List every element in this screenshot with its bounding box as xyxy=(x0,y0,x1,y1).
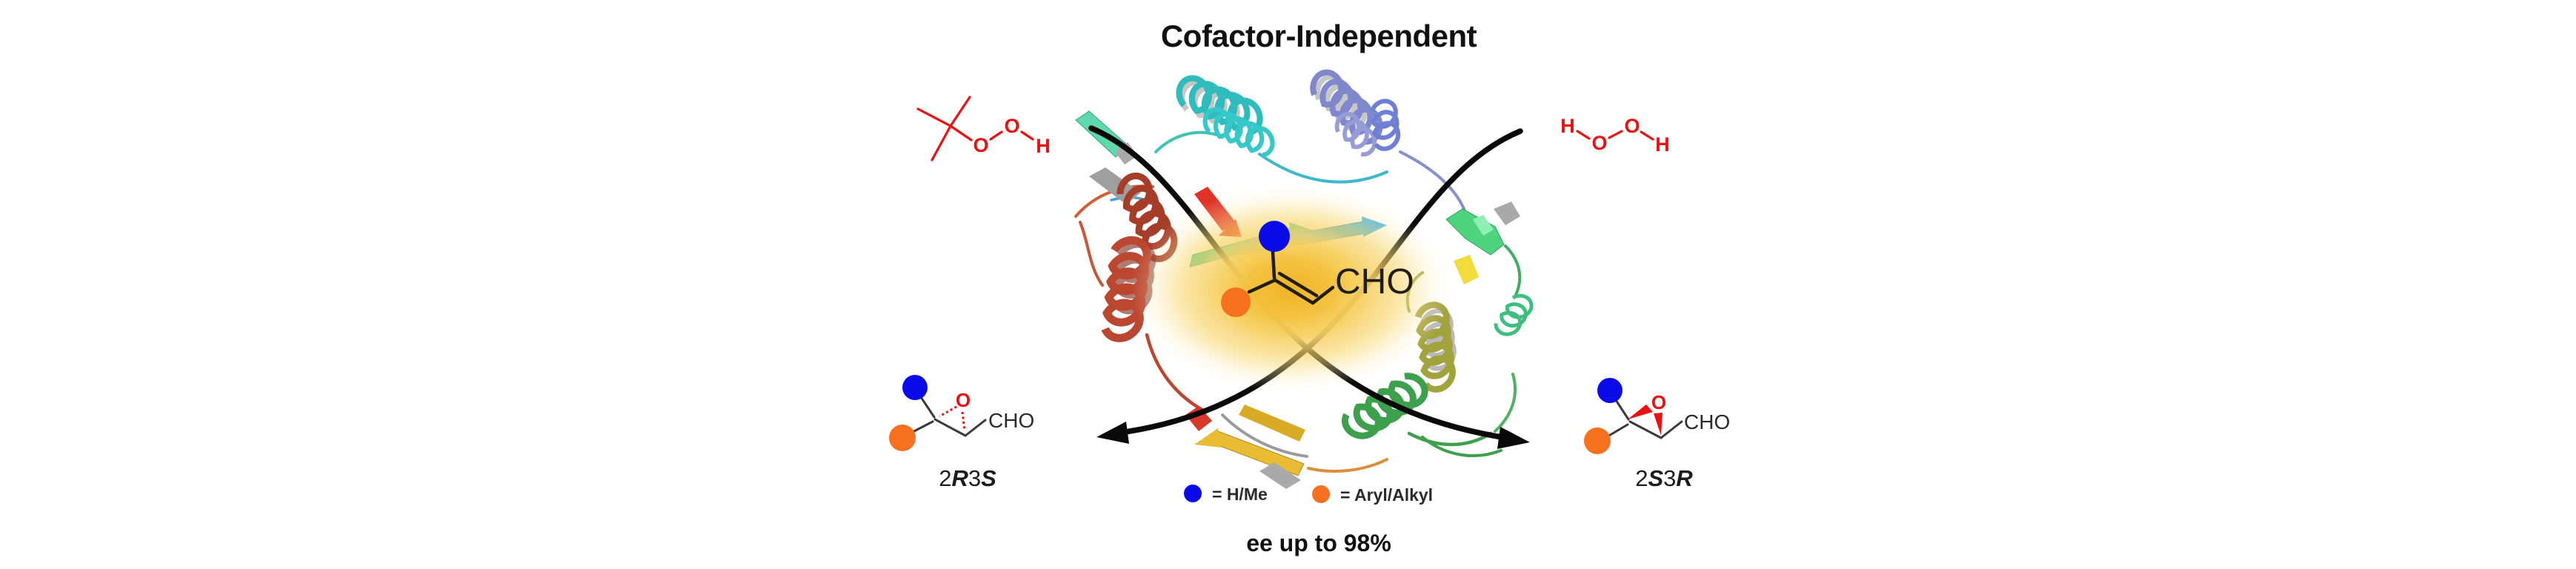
stereo-part: S xyxy=(1648,465,1663,491)
yellow-ribbons xyxy=(1185,405,1305,489)
h2o2-o2-atom: O xyxy=(1624,115,1640,137)
stereo-part: R xyxy=(951,465,968,491)
substituent-marker-orange xyxy=(1584,427,1611,454)
legend: = H/Me = Aryl/Alkyl xyxy=(1184,485,1433,505)
loop-strand xyxy=(1221,413,1308,458)
loop-strand xyxy=(1154,130,1224,153)
hashed-wedge-bond xyxy=(961,411,966,431)
stereo-part: S xyxy=(981,465,996,491)
arrowhead-right xyxy=(1497,427,1530,449)
loop-strand xyxy=(1407,431,1493,447)
loop-strand xyxy=(1145,333,1208,414)
stereo-part: 3 xyxy=(1663,465,1676,491)
stereo-part: R xyxy=(1676,465,1693,491)
oxidant-h2o2: H O O H xyxy=(1560,115,1670,156)
product-aldehyde-label: CHO xyxy=(1684,410,1730,433)
helix-green xyxy=(1495,294,1532,336)
loop-strand xyxy=(1258,153,1388,184)
substituent-marker-blue xyxy=(1259,221,1290,252)
green-ribbon xyxy=(1445,202,1520,284)
solid-wedge-bond xyxy=(1628,405,1653,419)
h2o2-o1-atom: O xyxy=(1591,132,1607,154)
product-stereo-label: 2R3S xyxy=(939,465,996,491)
epoxide-oxygen-label: O xyxy=(956,389,971,411)
ee-footer: ee up to 98% xyxy=(1246,530,1391,556)
substituent-marker-blue xyxy=(1597,378,1623,403)
epoxide-oxygen-label: O xyxy=(1651,391,1666,413)
loop-strand xyxy=(1079,221,1104,287)
legend-blue-dot xyxy=(1184,485,1202,502)
tbhp-h-atom: H xyxy=(1036,135,1051,157)
h2o2-h1-atom: H xyxy=(1560,115,1575,137)
hashed-wedge-bond xyxy=(939,405,957,418)
substrate-molecule: CHO xyxy=(1221,221,1414,317)
substituent-marker-orange xyxy=(1221,287,1251,317)
legend-orange-dot xyxy=(1312,485,1330,503)
stereo-part: 2 xyxy=(939,465,951,491)
loop-strand xyxy=(1307,458,1388,473)
loop-strand xyxy=(1504,244,1522,296)
legend-orange-label: = Aryl/Alkyl xyxy=(1340,485,1433,505)
product-2s3r: O CHO 2S3R xyxy=(1584,378,1730,491)
figure-title: Cofactor-Independent xyxy=(1161,19,1477,53)
substituent-marker-blue xyxy=(902,375,928,400)
h2o2-h2-atom: H xyxy=(1655,133,1670,156)
oxidant-tbhp: O O H xyxy=(916,96,1051,162)
substrate-aldehyde-label: CHO xyxy=(1335,262,1414,302)
arrowhead-left xyxy=(1096,422,1129,444)
loop-strand xyxy=(1494,373,1517,433)
legend-blue-label: = H/Me xyxy=(1212,485,1268,504)
product-aldehyde-label: CHO xyxy=(988,409,1034,432)
tbhp-o1-atom: O xyxy=(973,134,988,156)
stereo-part: 2 xyxy=(1635,465,1648,491)
solid-wedge-bond xyxy=(1654,413,1663,436)
product-stereo-label: 2S3R xyxy=(1635,465,1693,491)
loop-strand xyxy=(1421,436,1502,458)
product-2r3s: O CHO 2R3S xyxy=(889,375,1034,491)
stereo-part: 3 xyxy=(968,465,981,491)
substituent-marker-orange xyxy=(889,425,916,451)
tbhp-o2-atom: O xyxy=(1004,115,1019,137)
